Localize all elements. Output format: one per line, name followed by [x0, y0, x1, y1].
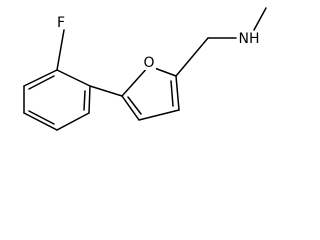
molecule-drawing: F O NH — [23, 7, 267, 131]
structure-canvas: F O NH — [23, 7, 267, 131]
bond-furan-ch2 — [175, 37, 209, 77]
bond-phenyl-furan — [89, 85, 123, 97]
atom-label-nh: NH — [239, 31, 260, 47]
bond-c3-c4 — [138, 109, 180, 121]
bond-c1-c2 — [56, 69, 91, 87]
atom-label-fluorine: F — [57, 15, 65, 31]
double-bond-inner-3 — [28, 75, 55, 90]
double-bond-inner-c2-c3 — [170, 80, 174, 107]
double-bond-inner-2 — [28, 110, 55, 125]
benzene-ring — [23, 69, 91, 131]
bond-c2-c3 — [88, 85, 91, 114]
bond-c5-o — [121, 65, 150, 97]
bond-c3-c4 — [56, 112, 90, 131]
double-bond-inner-c4-c5 — [127, 96, 142, 115]
atom-label-oxygen: O — [143, 55, 154, 71]
furan-ring — [121, 65, 180, 121]
bond-c-f — [56, 29, 65, 71]
bond-c2-c3 — [175, 75, 180, 111]
double-bond-inner-1 — [83, 90, 86, 111]
oxygen-label-background — [142, 54, 156, 70]
bond-c4-c5 — [23, 112, 58, 131]
bond-c4-c5 — [121, 95, 140, 121]
bond-c6-c1 — [23, 69, 58, 87]
bond-n-ch3 — [253, 7, 267, 31]
